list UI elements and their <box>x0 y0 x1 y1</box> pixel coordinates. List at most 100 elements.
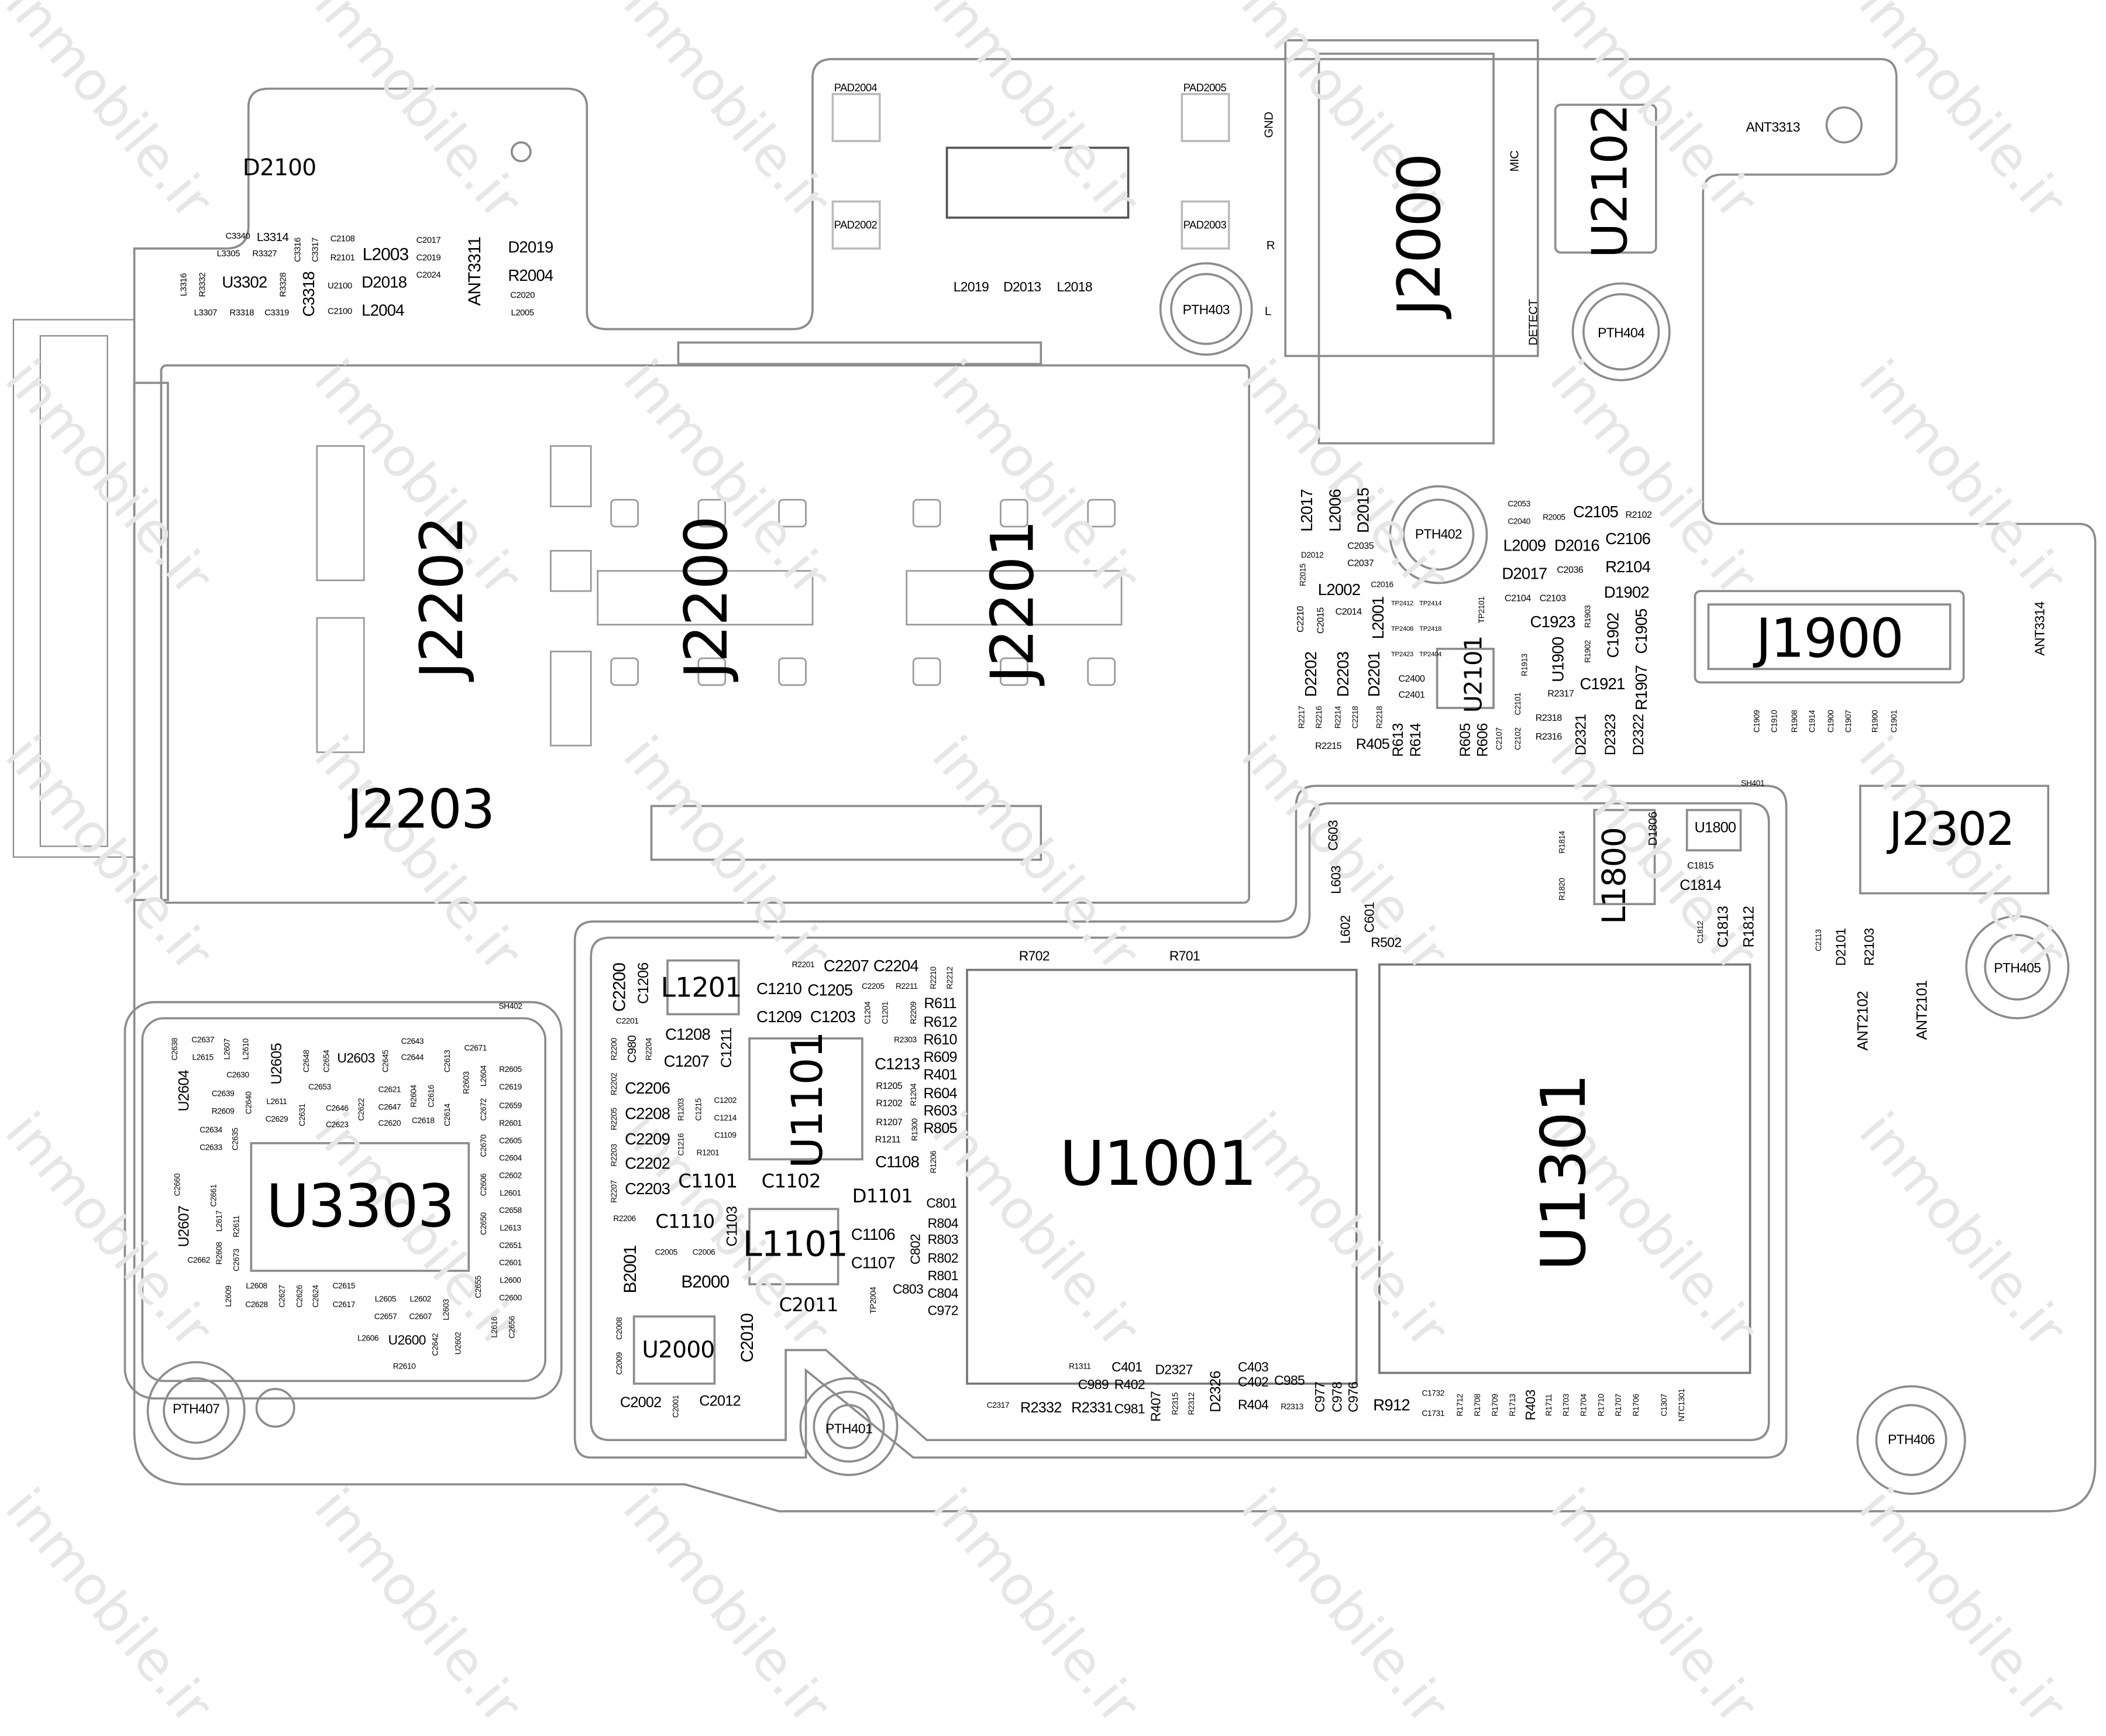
component-label: C2100 <box>327 307 352 317</box>
component-label: C2010 <box>737 1313 757 1363</box>
component-label: D2321 <box>1573 714 1590 756</box>
component-label: R1711 <box>1546 1394 1554 1417</box>
component-label: L3314 <box>256 230 289 244</box>
component-label: C3340 <box>225 232 250 242</box>
component-label: C2650 <box>480 1212 489 1235</box>
component-label: C802 <box>909 1234 924 1265</box>
component-label: R2204 <box>646 1037 655 1061</box>
component-label: C2102 <box>1515 727 1523 751</box>
component-label: R1203 <box>678 1098 687 1121</box>
component-label: J1900 <box>1756 609 1904 671</box>
component-label: R405 <box>1355 737 1390 753</box>
component-label: R1812 <box>1741 906 1758 948</box>
component-label: R2601 <box>499 1120 522 1129</box>
component-label: R3332 <box>198 272 208 297</box>
component-label: L3305 <box>216 249 240 259</box>
component-label: R1903 <box>1585 605 1593 628</box>
component-label: D1806 <box>1646 812 1660 846</box>
component-label: C2001 <box>673 1395 682 1418</box>
component-label: C2634 <box>199 1127 222 1136</box>
component-label: PTH407 <box>173 1402 220 1418</box>
component-label: L603 <box>1329 865 1345 894</box>
component-label: DETECT <box>1526 299 1540 346</box>
component-label: C2645 <box>383 1050 391 1073</box>
component-label: D2202 <box>1301 652 1320 697</box>
component-label: C403 <box>1237 1360 1269 1376</box>
component-label: C1211 <box>719 1027 736 1068</box>
component-label: C1923 <box>1530 612 1576 632</box>
component-label: C2623 <box>326 1122 349 1130</box>
component-label: R2332 <box>1020 1400 1062 1417</box>
component-label: R2210 <box>931 967 939 989</box>
component-label: R2315 <box>1172 1392 1181 1415</box>
component-label: J2200 <box>673 517 742 679</box>
component-label: L2604 <box>480 1065 489 1087</box>
component-label: U1001 <box>1059 1127 1257 1200</box>
component-label: R1201 <box>696 1150 720 1159</box>
component-label: C1215 <box>696 1098 704 1121</box>
component-label: C2017 <box>416 236 441 246</box>
component-label: R1204 <box>910 1083 919 1106</box>
component-label: C2637 <box>191 1037 214 1046</box>
component-label: C1214 <box>714 1115 737 1123</box>
component-label: C1905 <box>1632 609 1651 654</box>
component-label: R2303 <box>894 1037 917 1046</box>
component-label: C985 <box>1274 1374 1305 1389</box>
component-label: R2610 <box>393 1363 416 1372</box>
component-label: D2012 <box>1300 552 1324 561</box>
component-label: L3316 <box>180 273 190 297</box>
component-label: R2316 <box>1535 733 1562 742</box>
component-label: L2018 <box>1057 280 1093 296</box>
component-label: R2217 <box>1299 706 1307 729</box>
component-label: SH401 <box>1741 780 1765 789</box>
component-label: R2605 <box>499 1066 522 1075</box>
component-label: C2205 <box>862 983 885 992</box>
component-label: PTH405 <box>1994 961 2041 977</box>
component-label: C2604 <box>499 1155 522 1164</box>
component-label: C1202 <box>714 1097 737 1106</box>
component-label: C401 <box>1112 1360 1143 1376</box>
component-label: C2218 <box>1352 706 1361 729</box>
component-label: U2602 <box>455 1332 464 1355</box>
component-label: L602 <box>1339 915 1354 944</box>
component-label: C2606 <box>480 1173 489 1197</box>
component-label: L2605 <box>374 1296 397 1305</box>
component-label: J2202 <box>408 517 477 679</box>
component-label: C977 <box>1313 1381 1329 1412</box>
component-label: C2642 <box>432 1333 441 1356</box>
component-label: C972 <box>927 1304 959 1319</box>
component-label: R605 <box>1458 723 1474 757</box>
component-label: C3319 <box>264 308 289 318</box>
component-label: L2603 <box>443 1299 452 1321</box>
component-label: L2006 <box>1326 489 1345 532</box>
j1900-outline <box>1694 590 1965 684</box>
component-label: C1815 <box>1687 861 1714 871</box>
component-label: C2002 <box>620 1395 662 1411</box>
component-label: R803 <box>927 1233 959 1248</box>
component-label: PTH404 <box>1598 326 1645 342</box>
component-label: C2019 <box>416 253 441 263</box>
component-label: C2643 <box>401 1038 424 1047</box>
component-label: C2620 <box>378 1120 401 1129</box>
component-label: B2001 <box>620 1245 640 1294</box>
component-label: R402 <box>1114 1378 1145 1393</box>
component-label: C2631 <box>299 1104 308 1126</box>
component-label: C1213 <box>875 1054 920 1074</box>
component-label: U1800 <box>1694 820 1736 837</box>
component-label: C2651 <box>499 1242 522 1251</box>
component-label: C2661 <box>211 1184 219 1207</box>
component-label: L2616 <box>491 1316 500 1338</box>
component-label: L2606 <box>357 1335 379 1343</box>
component-label: C3318 <box>299 271 319 317</box>
component-label: C2200 <box>609 962 629 1012</box>
component-label: L2003 <box>362 243 409 264</box>
component-label: C2657 <box>374 1314 397 1322</box>
sim-tray-frame <box>160 364 1251 904</box>
component-label: R611 <box>924 996 956 1012</box>
component-label: C2040 <box>1508 518 1530 527</box>
component-label: R2317 <box>1547 689 1574 700</box>
component-label: R2202 <box>611 1072 620 1096</box>
component-label: C2624 <box>312 1285 321 1308</box>
component-label: C2655 <box>475 1276 484 1298</box>
component-label: PAD2003 <box>1183 219 1227 231</box>
